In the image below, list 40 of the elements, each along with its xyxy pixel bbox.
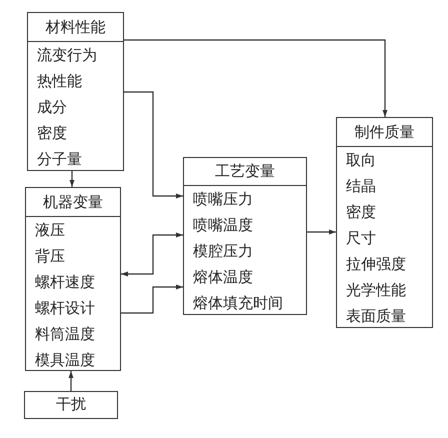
list-item: 尺寸 — [345, 228, 377, 249]
variable-box — [27, 12, 124, 171]
list-item: 模具温度 — [34, 350, 96, 371]
list-item: 背压 — [34, 246, 66, 267]
list-item: 热性能 — [36, 71, 83, 92]
variable-box — [24, 391, 118, 419]
list-item: 表面质量 — [345, 306, 407, 327]
box-heading: 工艺变量 — [184, 158, 306, 186]
list-item: 拉伸强度 — [345, 254, 407, 275]
arrow — [307, 230, 336, 234]
list-item: 熔体温度 — [192, 267, 254, 288]
list-item: 熔体填充时间 — [192, 293, 284, 314]
arrow — [68, 371, 74, 391]
box-heading: 材料性能 — [28, 13, 123, 42]
list-item: 成分 — [36, 97, 68, 118]
list-item: 螺杆设计 — [34, 298, 96, 319]
arrow — [70, 171, 74, 187]
list-item: 结晶 — [345, 176, 377, 197]
list-item: 液压 — [34, 220, 66, 241]
box-label: 干扰 — [55, 394, 87, 415]
list-item: 螺杆速度 — [34, 272, 96, 293]
list-item: 喷嘴压力 — [192, 189, 254, 210]
arrow — [121, 284, 183, 314]
variable-box — [336, 117, 433, 328]
list-item: 喷嘴温度 — [192, 215, 254, 236]
list-item: 密度 — [36, 123, 68, 144]
list-item: 模腔压力 — [192, 241, 254, 262]
arrow — [124, 39, 388, 117]
list-item: 分子量 — [36, 149, 83, 170]
list-item: 光学性能 — [345, 280, 407, 301]
list-item: 取向 — [345, 150, 377, 171]
list-item: 密度 — [345, 202, 377, 223]
arrow — [124, 91, 183, 198]
box-heading: 机器变量 — [26, 188, 120, 217]
box-heading: 制件质量 — [337, 118, 432, 147]
variable-box — [25, 187, 121, 371]
list-item: 料筒温度 — [34, 324, 96, 345]
list-item: 流变行为 — [36, 45, 98, 66]
arrow — [121, 232, 183, 276]
variable-box — [183, 157, 307, 315]
